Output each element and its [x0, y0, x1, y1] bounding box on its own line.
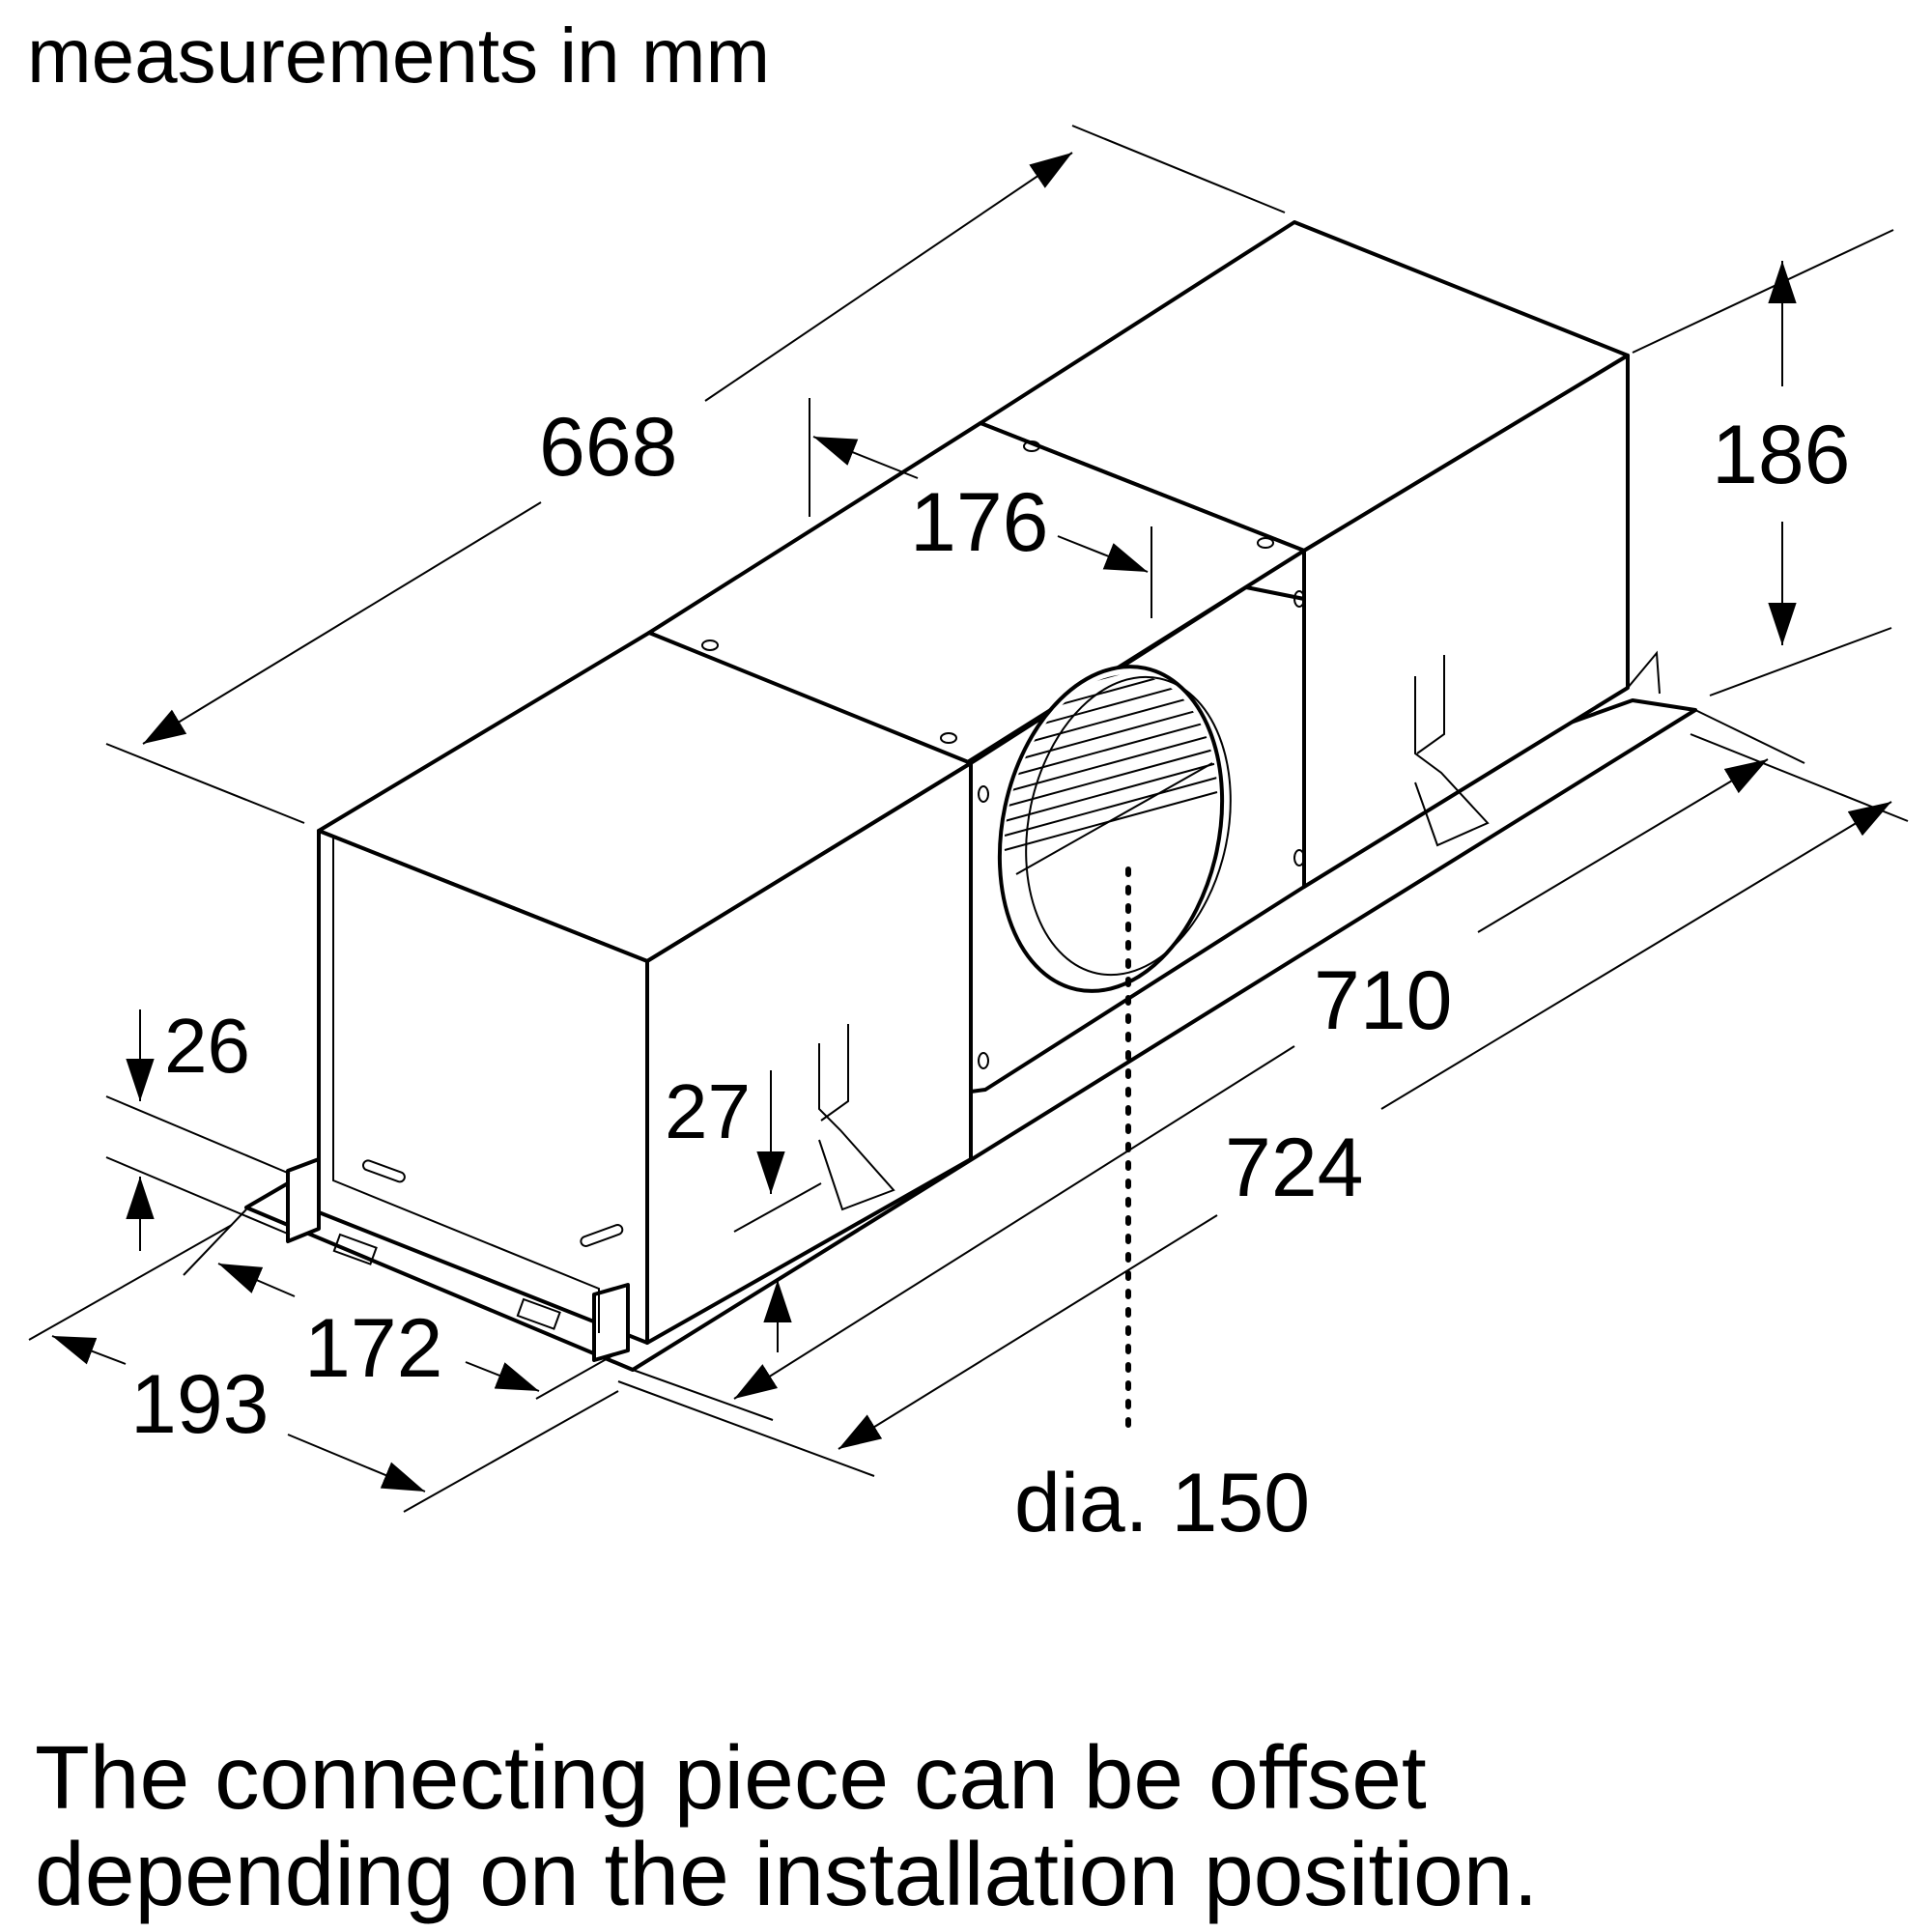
- clip-2: [516, 1297, 561, 1330]
- dim-193: 193: [130, 1358, 270, 1451]
- dim-duct-diameter: dia. 150: [1014, 1457, 1310, 1549]
- end-bracket-left: [286, 1157, 321, 1243]
- units-note: measurements in mm: [27, 13, 771, 99]
- slot-1: [361, 1159, 406, 1183]
- dim-26: 26: [164, 1003, 250, 1089]
- installation-note-line2: depending on the installation position.: [35, 1824, 1539, 1925]
- left-box-front: [645, 761, 973, 1345]
- latch-left: [818, 1043, 895, 1211]
- latch-right: [1414, 676, 1490, 847]
- installation-note: The connecting piece can be offset depen…: [35, 1729, 1538, 1923]
- duct-inner-ring: [1025, 675, 1232, 977]
- dim-176: 176: [910, 476, 1049, 569]
- dim-710: 710: [1314, 954, 1453, 1047]
- installation-note-line1: The connecting piece can be offset: [35, 1727, 1427, 1828]
- dimension-lines: [28, 125, 1909, 1513]
- duct-connector: [997, 654, 1232, 1433]
- dim-724: 724: [1225, 1122, 1364, 1214]
- dim-172: 172: [304, 1302, 443, 1395]
- dim-668: 668: [539, 401, 678, 494]
- end-bracket-right: [592, 1283, 630, 1362]
- clip-1: [332, 1233, 378, 1265]
- dim-186: 186: [1712, 409, 1851, 501]
- slot-2: [580, 1224, 624, 1247]
- hood-housing: [244, 220, 1697, 1372]
- dim-27: 27: [665, 1068, 751, 1154]
